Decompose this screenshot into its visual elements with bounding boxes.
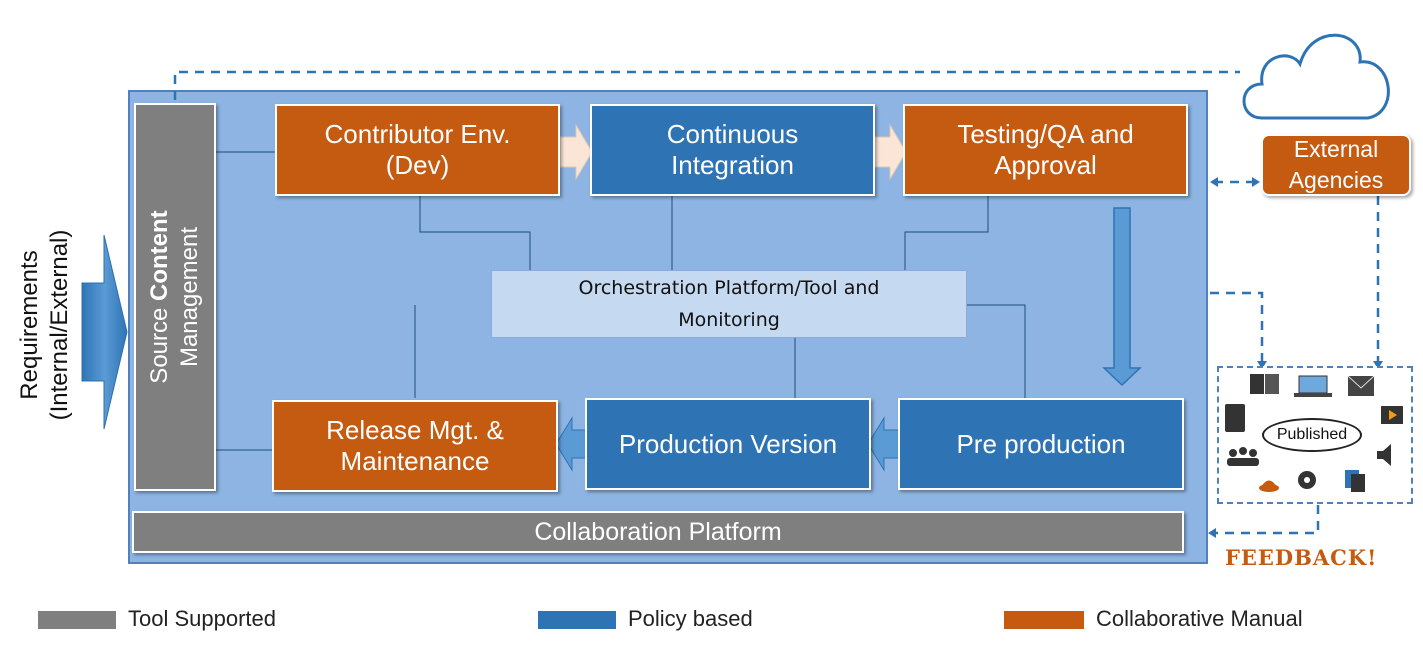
hat-icon [1259,480,1279,492]
legend-swatch-collaborative-manual [1004,611,1084,629]
pre-production-label: Pre production [956,428,1126,459]
scm-text-post: Management [176,226,203,368]
scm-text-pre: Source [146,300,173,384]
contributor-env-box: Contributor Env. (Dev) [275,104,560,196]
published-label: Published [1276,426,1348,443]
documents-icon [1345,470,1365,492]
tablet-icon [1225,404,1245,432]
collaboration-platform-box: Collaboration Platform [132,511,1184,553]
testing-qa-label: Testing/QA and Approval [957,119,1134,180]
film-reel-icon [1298,471,1316,489]
orchestration-label: Orchestration Platform/Tool and Monitori… [578,277,880,331]
legend-swatch-tool-supported [38,611,116,629]
release-mgt-label: Release Mgt. & Maintenance [326,415,504,476]
video-icon [1381,406,1403,424]
production-version-box: Production Version [585,398,871,490]
portal-icon [1294,375,1332,397]
legend-swatch-policy-based [538,611,616,629]
publishing-channel-icons [1225,374,1403,492]
legend-label-tool-supported: Tool Supported [128,606,276,631]
magazine-icon [1250,374,1279,394]
production-version-label: Production Version [618,428,838,459]
people-icon [1227,447,1259,466]
email-icon [1347,375,1375,396]
release-mgt-box: Release Mgt. & Maintenance [272,400,558,492]
testing-qa-box: Testing/QA and Approval [903,104,1188,196]
collaboration-platform-label: Collaboration Platform [534,517,782,546]
feedback-label: FEEDBACK! [1225,545,1378,570]
scm-text-bold: Content [146,210,173,301]
speaker-icon [1377,444,1391,466]
requirements-arrow [81,234,128,430]
legend-label-policy-based: Policy based [628,606,753,631]
legend-label-collaborative-manual: Collaborative Manual [1096,606,1303,631]
continuous-integration-label: Continuous Integration [666,119,799,180]
contributor-env-label: Contributor Env. (Dev) [324,119,511,180]
external-agencies-box: External Agencies [1261,134,1411,196]
continuous-integration-box: Continuous Integration [590,104,875,196]
published-node: Published [1262,418,1362,452]
source-content-management-box: Source Content Management [134,103,216,491]
pre-production-box: Pre production [898,398,1184,490]
cloud-icon [1242,33,1390,120]
external-agencies-label: External Agencies [1288,136,1384,193]
orchestration-box: Orchestration Platform/Tool and Monitori… [491,270,967,338]
